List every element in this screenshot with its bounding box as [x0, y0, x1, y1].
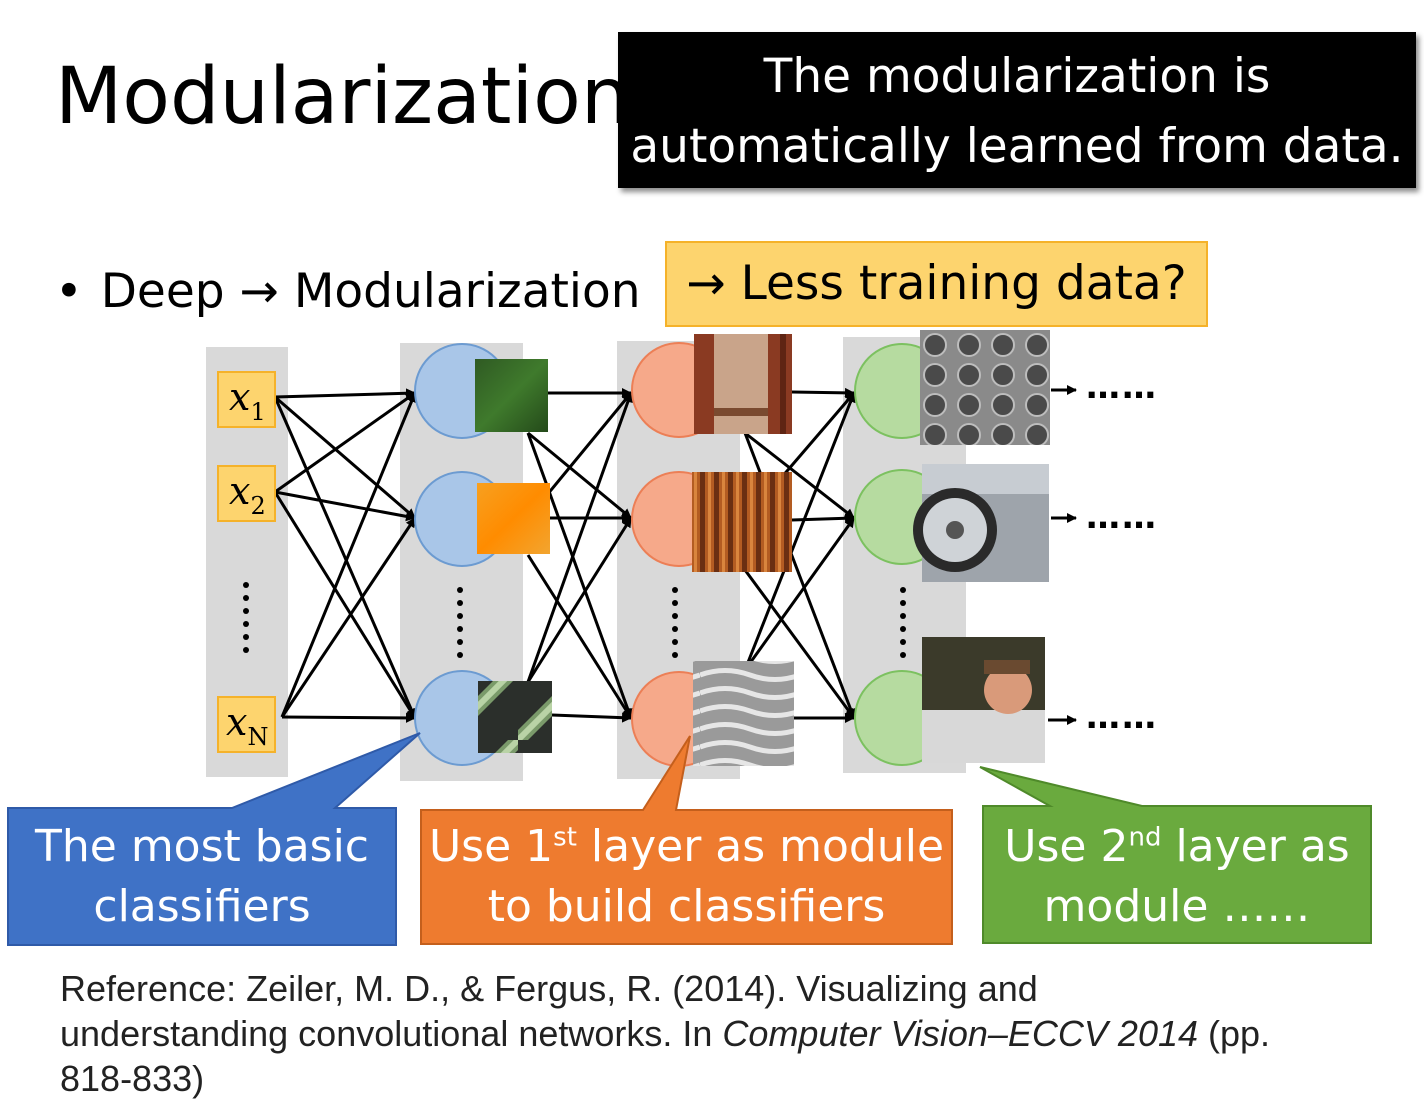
learned-note-line1: The modularization is — [763, 49, 1271, 104]
callout-green-text: Use 2nd layer as module …… — [983, 817, 1371, 937]
input-box-x2 — [217, 465, 276, 522]
vertical-ellipsis-group — [243, 582, 906, 658]
bullet-text: Deep → Modularization — [100, 264, 641, 319]
callout-orange-sup: st — [553, 822, 577, 853]
callout-orange-line1: Use 1st layer as module — [421, 817, 952, 877]
reference-line3: 818-833) — [60, 1058, 205, 1099]
input-sub-x2: 2 — [250, 492, 266, 520]
callout-green-sup: nd — [1128, 822, 1162, 853]
feature-image-green-texture — [475, 359, 548, 432]
callout-orange-text: Use 1st layer as module to build classif… — [421, 817, 952, 937]
bullet-point: • Deep → Modularization — [55, 262, 641, 322]
callout-green-pre: Use 2 — [1004, 821, 1129, 872]
callout-green-line2: module …… — [1043, 881, 1311, 932]
learned-note-line2: automatically learned from data. — [630, 119, 1404, 174]
callout-orange-post: layer as module — [576, 821, 945, 872]
input-layer1-edges — [273, 388, 417, 723]
learned-note: The modularization is automatically lear… — [618, 32, 1416, 188]
input-sub-x1: 1 — [250, 398, 266, 426]
feature-image-wheel — [913, 464, 1049, 582]
input-box-xn — [217, 696, 276, 753]
reference-line1: Reference: Zeiler, M. D., & Fergus, R. (… — [60, 968, 1038, 1009]
callout-blue-shape — [7, 732, 421, 946]
input-box-x1 — [217, 371, 276, 428]
feature-image-diagonal-edge — [478, 681, 552, 753]
callout-blue-line1: The most basic — [35, 821, 369, 872]
callout-green-post: layer as — [1161, 821, 1350, 872]
input-var-xn: x — [226, 700, 248, 744]
slide-title: Modularization — [55, 52, 631, 142]
bullet-icon: • — [55, 264, 83, 319]
input-var-x2: x — [229, 469, 251, 513]
feature-image-waves — [693, 661, 794, 766]
callout-blue-text: The most basic classifiers — [8, 817, 396, 937]
callout-green-shape — [979, 766, 1372, 944]
output-ellipsis-2: …… — [1086, 497, 1158, 537]
callout-orange-pre: Use 1 — [428, 821, 554, 872]
layer1-layer2-edges — [526, 388, 633, 723]
output-arrows — [1048, 385, 1077, 725]
output-ellipsis-1: …… — [1086, 367, 1158, 407]
feature-image-face — [922, 637, 1045, 763]
output-ellipsis-3: …… — [1086, 697, 1158, 737]
reference-line2: understanding convolutional networks. In… — [60, 1011, 1360, 1056]
input-label-x1: x1 — [229, 378, 266, 424]
input-label-x2: x2 — [229, 472, 266, 518]
feature-image-orange-texture — [477, 483, 550, 554]
feature-image-brick — [694, 334, 792, 434]
input-var-x1: x — [229, 375, 251, 419]
feature-image-stripes — [692, 472, 792, 572]
callout-green-line1: Use 2nd layer as — [983, 817, 1371, 877]
training-data-note: → Less training data? — [665, 241, 1208, 327]
callout-blue-line2: classifiers — [93, 881, 311, 932]
callout-orange-line2: to build classifiers — [487, 881, 886, 932]
input-sub-xn: N — [247, 723, 269, 751]
input-label-xn: xN — [226, 703, 268, 749]
reference-line2-pre: understanding convolutional networks. In — [60, 1013, 723, 1054]
reference-line2-post: (pp. — [1198, 1013, 1271, 1054]
reference-citation: Reference: Zeiler, M. D., & Fergus, R. (… — [60, 966, 1360, 1101]
callout-orange-shape — [420, 735, 953, 945]
reference-venue: Computer Vision–ECCV 2014 — [722, 1013, 1199, 1054]
feature-image-honeycomb — [920, 330, 1050, 445]
